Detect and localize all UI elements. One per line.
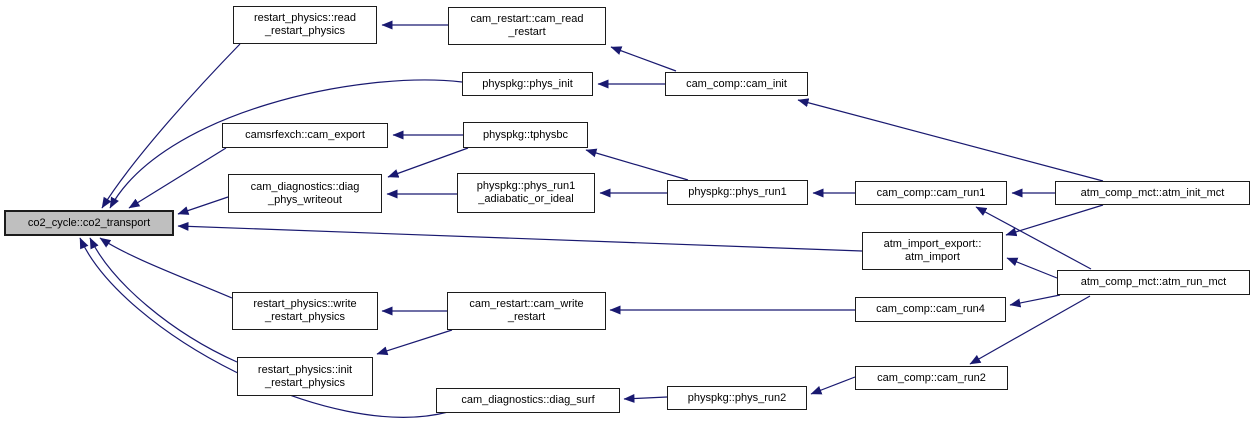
node-write_restart_physics[interactable]: restart_physics::write _restart_physics — [232, 292, 378, 330]
node-cam_run2[interactable]: cam_comp::cam_run2 — [855, 366, 1008, 390]
edge-phys_run1-to-tphysbc — [585, 148, 689, 181]
node-diag_surf[interactable]: cam_diagnostics::diag_surf — [436, 388, 620, 413]
node-phys_run1_adiabatic_or_ideal[interactable]: physpkg::phys_run1 _adiabatic_or_ideal — [457, 173, 595, 213]
edge-cam_init-to-cam_read_restart — [610, 46, 677, 72]
edge-atm_run_mct-to-cam_run2 — [969, 295, 1091, 365]
node-atm_import[interactable]: atm_import_export:: atm_import — [862, 232, 1003, 270]
node-phys_run1[interactable]: physpkg::phys_run1 — [667, 180, 808, 205]
edge-atm_run_mct-to-cam_run1 — [975, 206, 1092, 270]
edge-read_restart_physics-to-co2_transport — [101, 43, 241, 209]
edge-phys_run2-to-diag_surf — [623, 394, 668, 404]
node-cam_write_restart[interactable]: cam_restart::cam_write _restart — [447, 292, 606, 330]
edge-atm_init_mct-to-cam_init — [797, 98, 1104, 182]
edge-write_restart_physics-to-co2_transport — [99, 237, 233, 299]
node-phys_init[interactable]: physpkg::phys_init — [462, 72, 593, 96]
node-diag_phys_writeout[interactable]: cam_diagnostics::diag _phys_writeout — [228, 174, 382, 213]
edge-tphysbc-to-diag_phys_writeout — [387, 147, 469, 178]
node-atm_run_mct[interactable]: atm_comp_mct::atm_run_mct — [1057, 270, 1250, 295]
edge-atm_init_mct-to-atm_import — [1005, 204, 1104, 237]
edge-diag_surf-to-co2_transport — [79, 237, 449, 418]
edge-cam_write_restart-to-init_restart_physics — [376, 329, 453, 356]
edge-atm_run_mct-to-atm_import — [1006, 257, 1058, 279]
node-cam_init[interactable]: cam_comp::cam_init — [665, 72, 808, 96]
edge-diag_phys_writeout-to-co2_transport — [177, 196, 229, 215]
node-cam_export[interactable]: camsrfexch::cam_export — [222, 123, 388, 148]
edge-atm_run_mct-to-cam_run4 — [1009, 294, 1061, 308]
node-cam_read_restart[interactable]: cam_restart::cam_read _restart — [448, 7, 606, 45]
edge-init_restart_physics-to-co2_transport — [89, 237, 238, 363]
node-read_restart_physics[interactable]: restart_physics::read _restart_physics — [233, 6, 377, 44]
node-init_restart_physics[interactable]: restart_physics::init _restart_physics — [237, 357, 373, 396]
node-co2_transport: co2_cycle::co2_transport — [4, 210, 174, 236]
node-cam_run1[interactable]: cam_comp::cam_run1 — [855, 181, 1007, 205]
node-phys_run2[interactable]: physpkg::phys_run2 — [667, 386, 807, 410]
edge-cam_run2-to-phys_run2 — [810, 376, 856, 395]
edge-phys_init-to-co2_transport — [109, 79, 463, 209]
edge-atm_import-to-co2_transport — [177, 221, 863, 252]
node-tphysbc[interactable]: physpkg::tphysbc — [463, 122, 588, 148]
node-atm_init_mct[interactable]: atm_comp_mct::atm_init_mct — [1055, 181, 1250, 205]
node-cam_run4[interactable]: cam_comp::cam_run4 — [855, 297, 1006, 322]
edge-cam_export-to-co2_transport — [128, 147, 227, 209]
